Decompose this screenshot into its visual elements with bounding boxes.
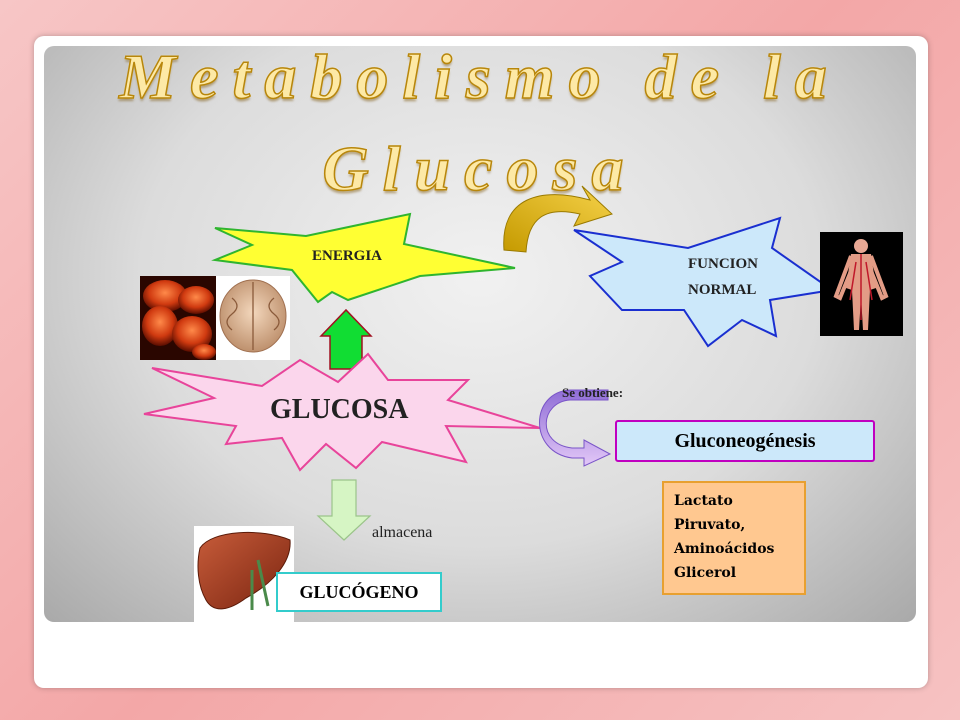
- red-blood-cells-image: [140, 276, 216, 360]
- up-arrow: [319, 308, 373, 370]
- energia-burst: [211, 212, 516, 304]
- side-arrow: [539, 389, 612, 467]
- funcion-normal-burst: [573, 216, 835, 348]
- title-line-2: Glucosa: [322, 132, 638, 205]
- title-line-1: Metabolismo de la: [118, 40, 841, 113]
- energia-label: ENERGIA: [312, 248, 383, 264]
- almacena-label: almacena: [372, 524, 433, 541]
- precursor-item: Piruvato,: [674, 517, 746, 533]
- glucogeno-label: GLUCÓGENO: [299, 582, 419, 602]
- brain-image: [216, 276, 290, 360]
- precursor-item: Lactato: [674, 493, 733, 509]
- glucosa-burst: [143, 352, 541, 472]
- precursor-item: Glicerol: [674, 565, 737, 581]
- se-obtiene-label: Se obtiene:: [562, 385, 624, 400]
- glucogeno-box: GLUCÓGENO: [276, 572, 442, 612]
- glucosa-label: GLUCOSA: [270, 394, 409, 425]
- funcion-normal-label-2: NORMAL: [688, 282, 757, 298]
- human-body-image: [820, 232, 903, 336]
- precursor-item: Aminoácidos: [674, 541, 775, 557]
- precursors-box: Lactato Piruvato, Aminoácidos Glicerol: [662, 481, 806, 595]
- gluconeogenesis-box: Gluconeogénesis: [615, 420, 875, 462]
- curved-arrow: [503, 185, 613, 253]
- funcion-normal-label-1: FUNCION: [688, 256, 758, 272]
- gluconeogenesis-label: Gluconeogénesis: [674, 430, 816, 452]
- down-arrow: [316, 479, 372, 541]
